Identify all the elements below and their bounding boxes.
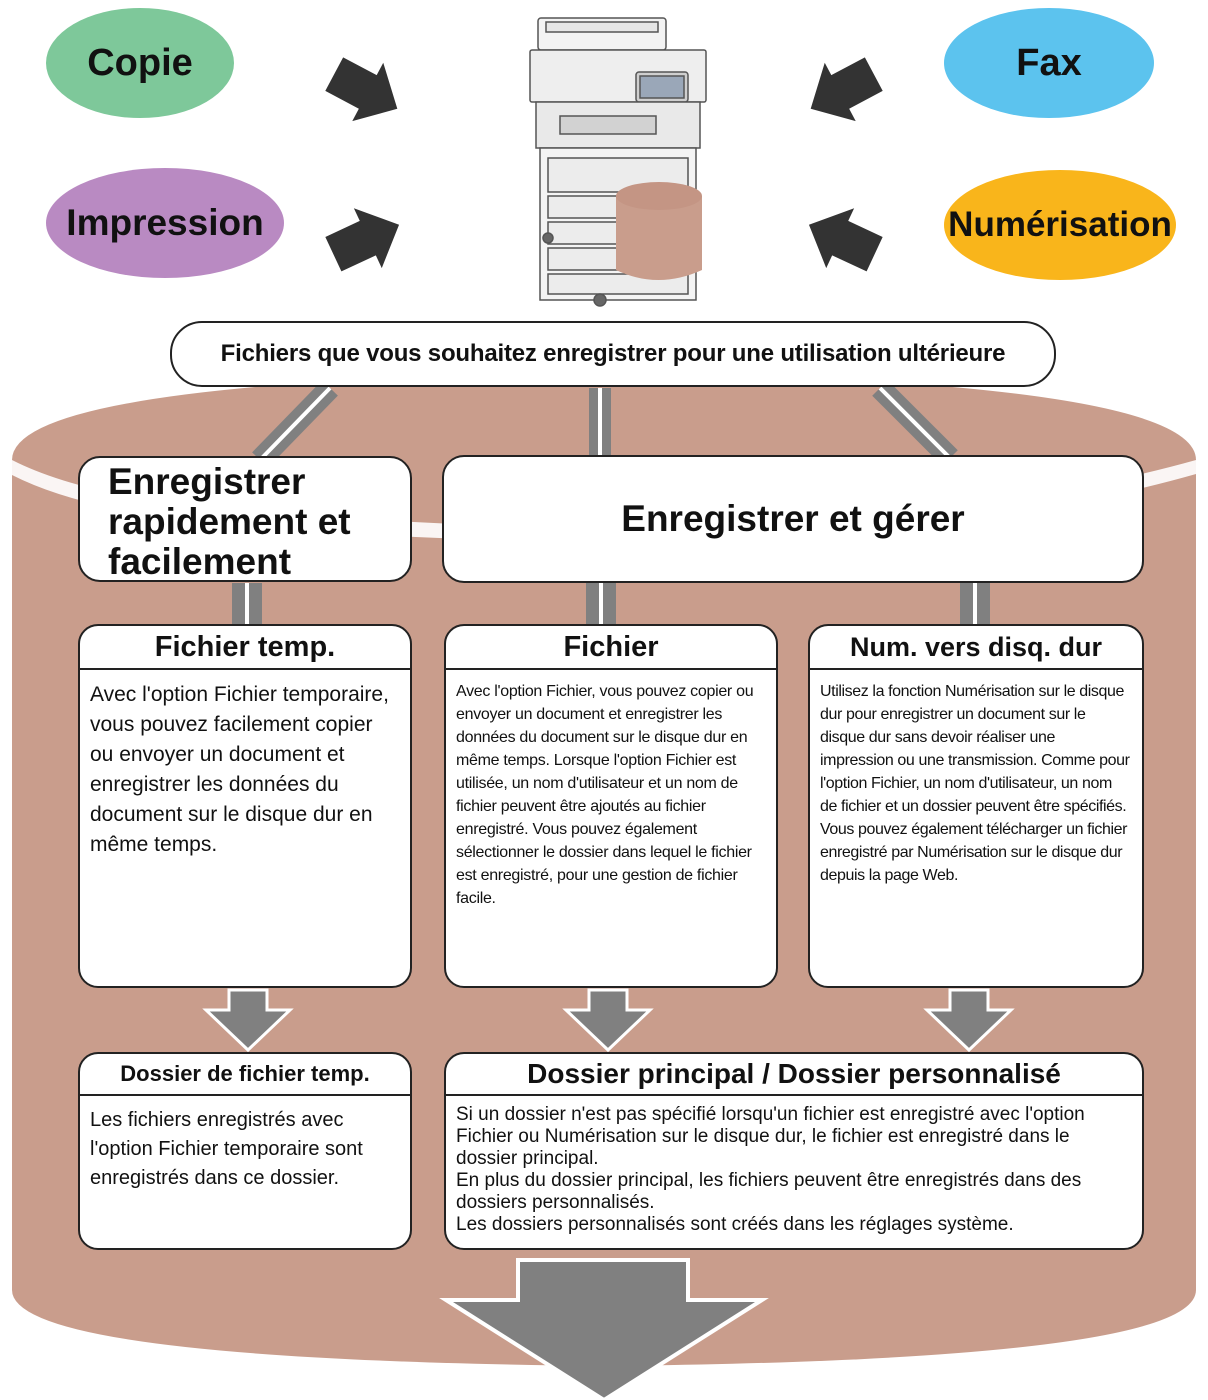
card-text: Les fichiers enregistrés avec l'option F… <box>90 1109 363 1189</box>
input-arrows <box>325 57 883 272</box>
input-fax: Fax <box>944 8 1154 118</box>
input-numerisation: Numérisation <box>944 170 1176 280</box>
mode-manage-box: Enregistrer et gérer <box>442 455 1144 583</box>
card-num-disque-dur: Num. vers disq. dur Utilisez la fonction… <box>808 624 1144 988</box>
card-dossier-fichier-temp: Dossier de fichier temp. Les fichiers en… <box>78 1052 412 1250</box>
input-impression: Impression <box>46 168 284 278</box>
card-text: Si un dossier n'est pas spécifié lorsqu'… <box>446 1096 1142 1236</box>
right-arrow-icon <box>325 57 398 122</box>
card-text: Avec l'option Fichier temporaire, vous p… <box>90 683 389 856</box>
card-fichier: Fichier Avec l'option Fichier, vous pouv… <box>444 624 778 988</box>
card-fichier-temp: Fichier temp. Avec l'option Fichier temp… <box>78 624 412 988</box>
mode-manage-label: Enregistrer et gérer <box>621 498 965 539</box>
card-text-paragraph: Vous pouvez également télécharger un fic… <box>820 821 1128 884</box>
big-down-arrow-icon <box>439 1258 769 1400</box>
card-text-paragraph: Les dossiers personnalisés sont créés da… <box>456 1214 1014 1235</box>
database-icon <box>616 182 702 280</box>
card-title: Fichier temp. <box>80 626 410 670</box>
left-arrow-icon <box>808 208 883 272</box>
down-arrow-icon <box>562 988 654 1053</box>
card-text: Utilisez la fonction Numérisation sur le… <box>810 670 1142 887</box>
card-title: Dossier de fichier temp. <box>80 1054 410 1096</box>
input-copie: Copie <box>46 8 234 118</box>
card-title: Num. vers disq. dur <box>810 626 1142 670</box>
files-label: Fichiers que vous souhaitez enregistrer … <box>170 321 1056 387</box>
down-arrow-icon <box>923 988 1015 1053</box>
down-arrows <box>202 988 1015 1053</box>
card-text-paragraph: En plus du dossier principal, les fichie… <box>456 1170 1082 1213</box>
card-dossier-principal: Dossier principal / Dossier personnalisé… <box>444 1052 1144 1250</box>
mode-quick-label: Enregistrer rapidement et facilement <box>108 461 351 582</box>
card-text-paragraph: Si un dossier n'est pas spécifié lorsqu'… <box>456 1104 1085 1169</box>
card-text-paragraph: Utilisez la fonction Numérisation sur le… <box>820 683 1130 815</box>
left-arrow-icon <box>810 57 883 122</box>
right-arrow-icon <box>325 208 400 272</box>
card-text: Avec l'option Fichier, vous pouvez copie… <box>456 683 754 907</box>
connector-white-lines <box>258 386 952 462</box>
card-title: Fichier <box>446 626 776 670</box>
mode-quick-box: Enregistrer rapidement et facilement <box>78 456 412 582</box>
down-arrow-icon <box>202 988 294 1053</box>
card-title: Dossier principal / Dossier personnalisé <box>446 1054 1142 1096</box>
connector-mode-to-card <box>232 583 990 625</box>
